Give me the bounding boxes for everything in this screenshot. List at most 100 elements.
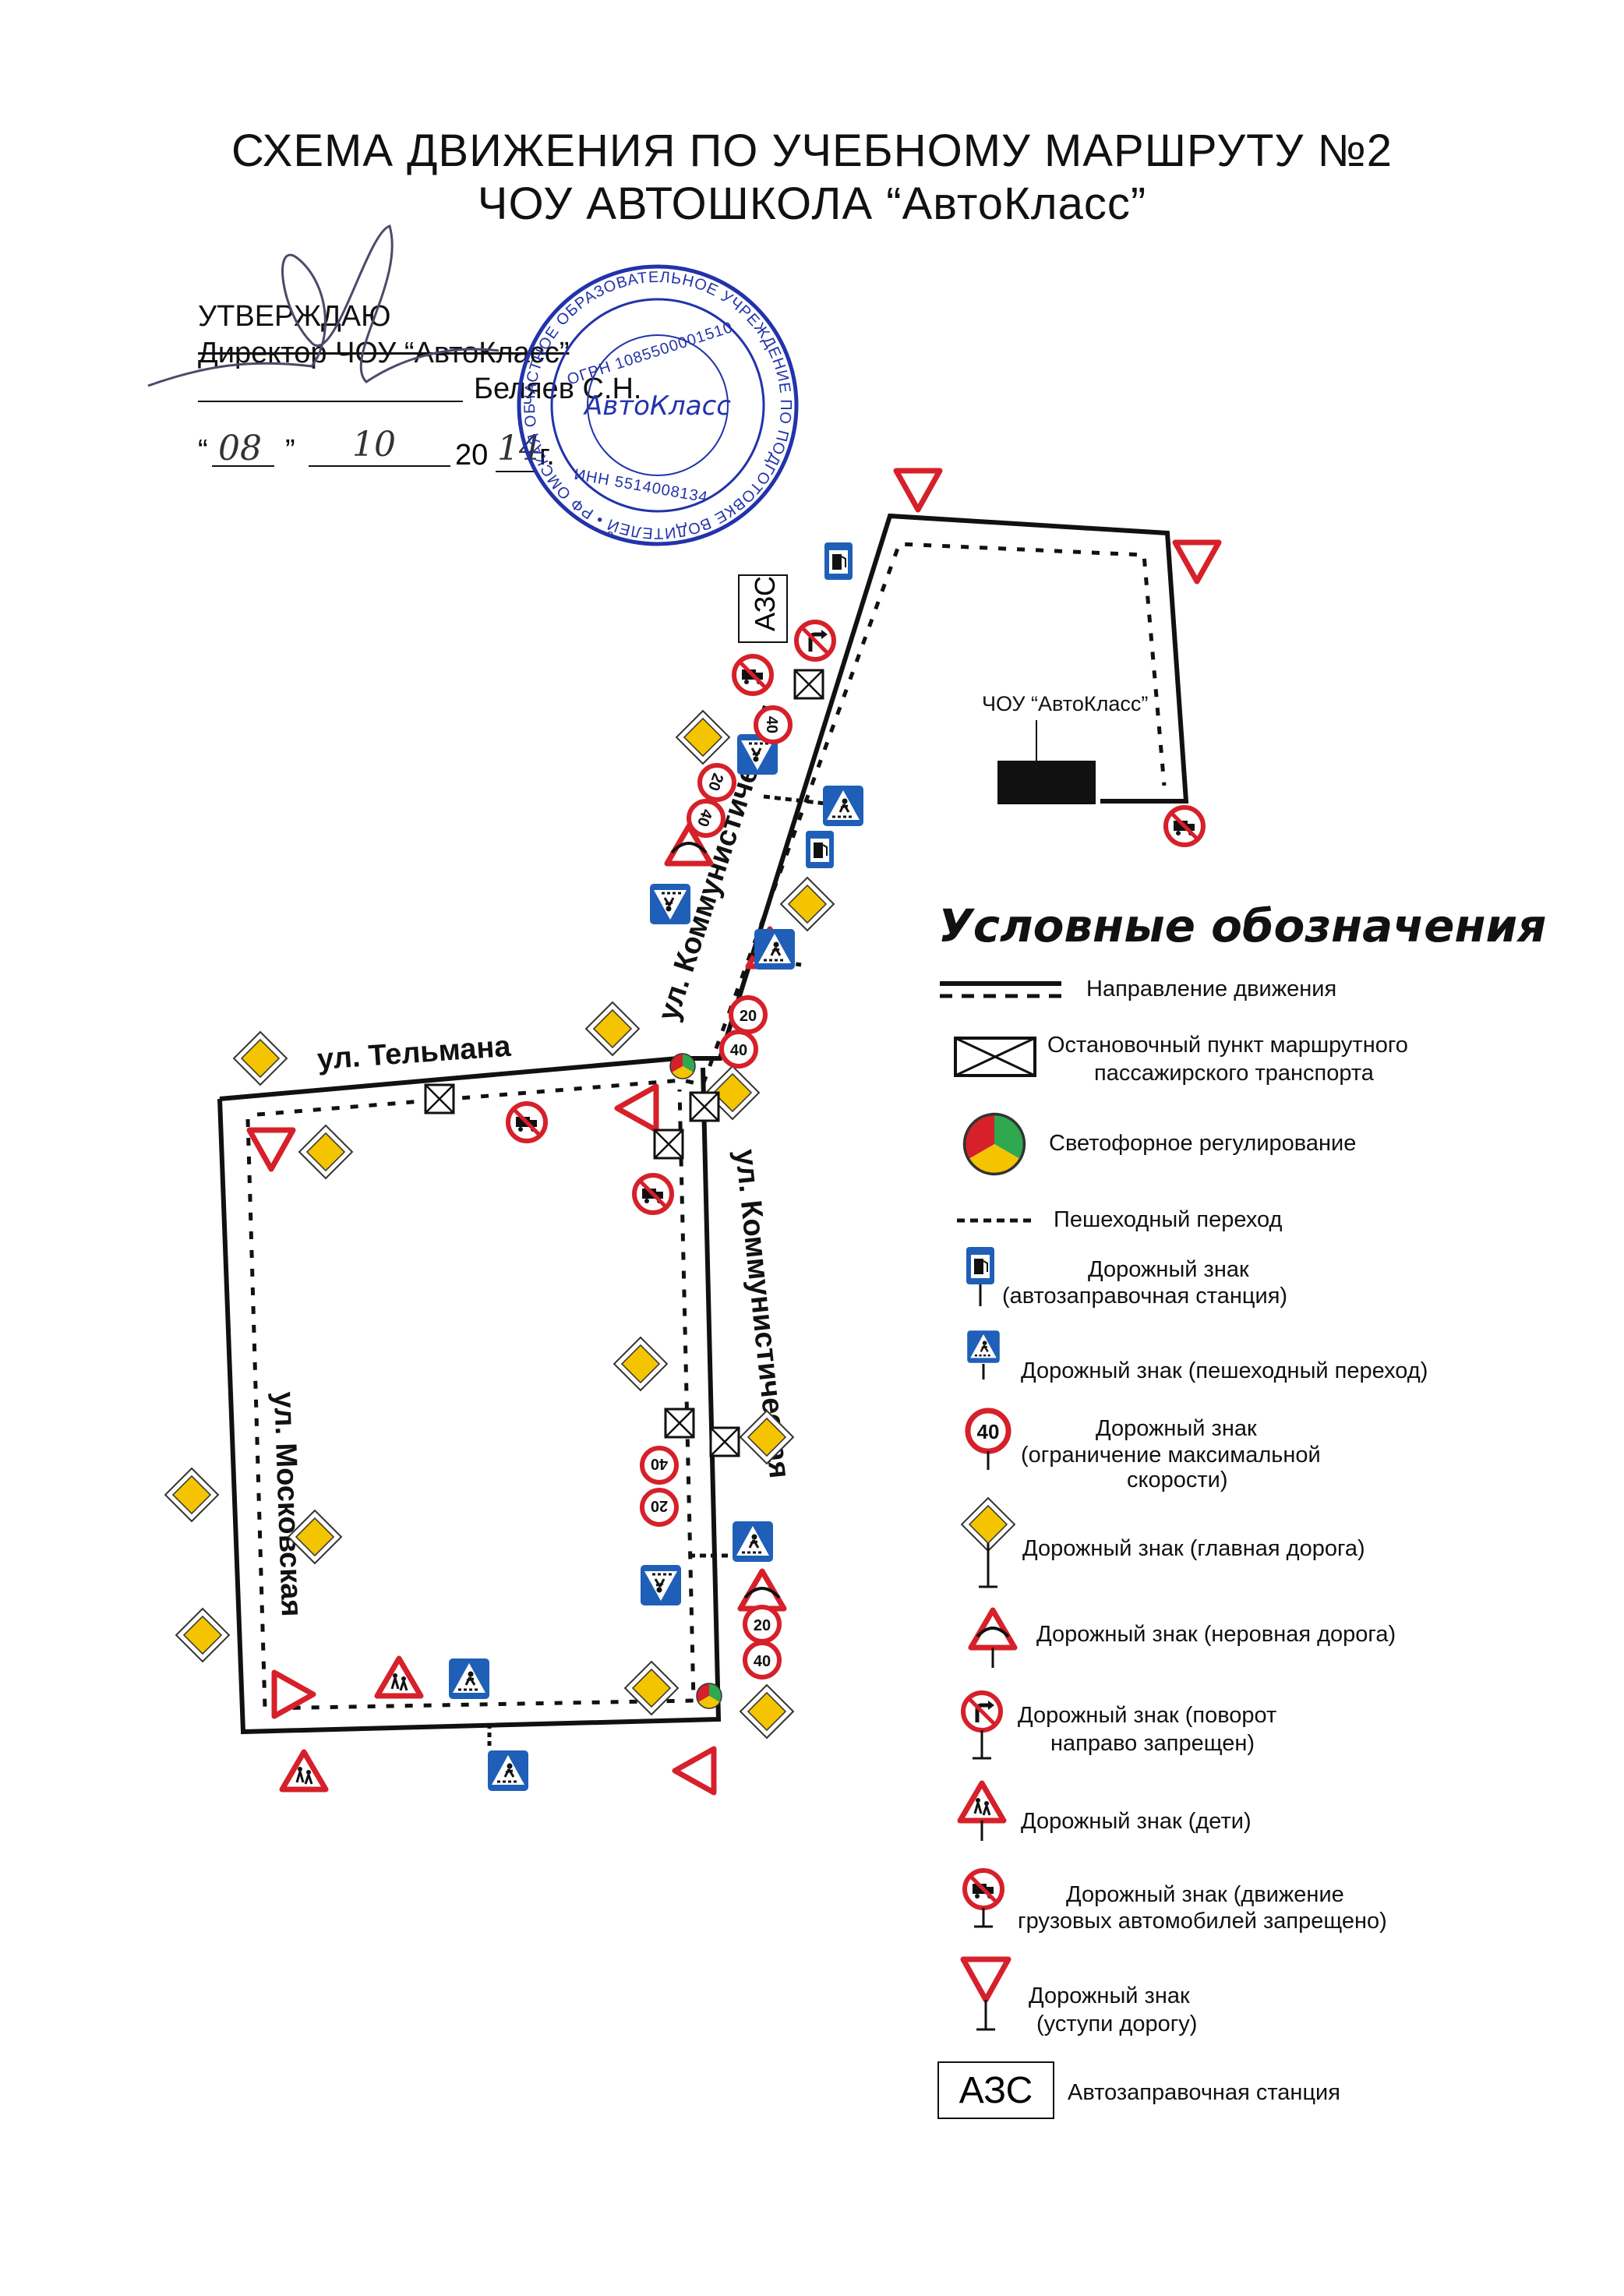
svg-text:40: 40 [763,716,780,733]
approval-year-prefix: 20 [455,439,488,472]
fuel-station-sign [824,542,853,581]
bus-stop-marker [709,1426,740,1457]
speed-limit-sign: 20 [700,765,734,800]
svg-text:Дорожный знак (пешеходный пере: Дорожный знак (пешеходный переход) [1021,1358,1428,1383]
date-quote-close: ” [285,434,295,467]
legend: Условные обозначения Направление движени… [937,899,1546,2119]
no-trucks-sign [1166,807,1203,845]
no-trucks-sign [734,656,771,694]
bus-stop-marker [689,1091,720,1122]
yield-sign-icon [960,1956,1011,2003]
no-trucks-sign [508,1104,545,1141]
gas-station-label: АЗС [749,576,781,631]
legend-item-crosswalk: Пешеходный переход [957,1207,1283,1232]
svg-text:20: 20 [754,1617,771,1634]
svg-text:(ограничение максимальной: (ограничение максимальной [1021,1443,1321,1468]
pedestrian-crossing-sign [821,784,865,828]
svg-text:АЗС: АЗС [959,2070,1033,2111]
svg-text:направо запрещен): направо запрещен) [1050,1731,1255,1756]
fuel-sign-icon [966,1246,995,1285]
speed-limit-sign: 40 [722,1032,756,1066]
svg-text:(уступи дорогу): (уступи дорогу) [1036,2012,1197,2036]
date-quote-open: “ [198,434,208,467]
main-road-sign [613,1337,668,1391]
school-building [997,761,1096,804]
approval-month: 10 [352,425,396,464]
crosswalk-north [763,794,833,807]
bus-stop-marker [653,1129,684,1160]
svg-text:(автозаправочная станция): (автозаправочная станция) [1002,1284,1287,1309]
children-sign [377,1658,421,1696]
no-right-turn-icon [963,1693,1001,1730]
legend-heading: Условные обозначения [938,899,1546,952]
legend-text-traffic-light: Светофорное регулирование [1049,1131,1356,1156]
document-title-line-1: СХЕМА ДВИЖЕНИЯ ПО УЧЕБНОМУ МАРШРУТУ №2 [231,125,1393,176]
pedestrian-crossing-sign [447,1657,491,1701]
approver-name: Беляев С.Н. [474,373,642,405]
svg-text:Автозаправочная станция: Автозаправочная станция [1068,2080,1340,2105]
legend-item-children: Дорожный знак (дети) [960,1783,1252,1841]
route-line-south [217,1067,722,1735]
official-stamp: ЧАСТНОЕ ОБРАЗОВАТЕЛЬНОЕ УЧРЕЖДЕНИЕ ПО ПО… [517,264,799,546]
legend-item-traffic-light [962,1112,1026,1176]
legend-item-yield: Дорожный знак (уступи дорогу) [960,1956,1197,2036]
yield-sign [896,471,940,510]
svg-text:скорости): скорости) [1127,1468,1228,1492]
main-road-sign [676,710,730,765]
pedestrian-crossing-sign [753,927,796,971]
approval-year-end: г. [539,439,555,472]
svg-text:40: 40 [730,1042,747,1059]
no-trucks-sign [634,1175,672,1213]
stamp-center-text: АвтоКласс [583,390,731,422]
legend-item-speed-limit: 40 Дорожный знак (ограничение максимальн… [965,1408,1321,1492]
main-road-sign [298,1125,353,1179]
pedestrian-crossing-sign [639,1563,683,1607]
stamp-ogrn: ОГРН 1085500001510 [565,319,735,389]
main-road-sign [624,1661,679,1715]
legend-item-no-trucks: Дорожный знак (движение грузовых автомоб… [965,1870,1387,1934]
bus-stop-marker [424,1083,455,1114]
svg-text:Пешеходный переход: Пешеходный переход [1054,1207,1283,1232]
speed-limit-sign: 20 [731,998,765,1032]
main-road-sign [164,1468,219,1522]
legend-item-fuel: Дорожный знак (автозаправочная станция) [966,1246,1287,1309]
legend-item-main-road: Дорожный знак (главная дорога) [961,1497,1365,1588]
main-road-icon [961,1497,1015,1552]
speed-limit-sign: 40 [642,1448,676,1482]
stamp-inn: ИНН 5514008134 [573,466,709,507]
svg-text:Дорожный знак (движение: Дорожный знак (движение [1066,1882,1344,1907]
svg-text:40: 40 [977,1420,1000,1443]
svg-text:Дорожный знак (неровная дорога: Дорожный знак (неровная дорога) [1036,1622,1396,1647]
traffic-light-marker [696,1683,722,1709]
approval-day: 08 [218,429,262,468]
main-road-sign [780,877,835,931]
no-trucks-icon [965,1870,1002,1908]
route-direction-dashes-south [245,1089,696,1711]
legend-item-gas-station: АЗС Автозаправочная станция [937,2061,1340,2119]
main-road-sign [585,1001,640,1056]
pedestrian-crossing-sign [648,882,692,926]
svg-text:Дорожный знак (поворот: Дорожный знак (поворот [1018,1703,1276,1728]
main-road-sign [740,1684,794,1739]
svg-text:Дорожный знак: Дорожный знак [1088,1257,1249,1282]
main-road-sign [233,1031,288,1086]
speed-limit-sign: 20 [642,1490,676,1524]
approval-year-suffix: 14 [497,429,541,468]
bus-stop-marker [793,669,824,700]
pedestrian-sign-icon [966,1329,1001,1365]
school-label: ЧОУ “АвтоКласс” [982,692,1148,715]
svg-text:40: 40 [651,1455,668,1472]
document-title-line-2: ЧОУ АВТОШКОЛА “АвтоКласс” [477,178,1147,229]
legend-item-no-right-turn: Дорожный знак (поворот направо запрещен) [963,1693,1276,1760]
speed-limit-sign: 20 [745,1607,779,1641]
legend-item-bus-stop: Остановочный пункт маршрутного пассажирс… [954,1033,1408,1086]
svg-text:Дорожный знак: Дорожный знак [1029,1983,1190,2008]
street-moskovskaya: ул. Московская [267,1391,308,1617]
children-sign [282,1752,326,1789]
street-telmana: ул. Тельмана [316,1030,513,1076]
yield-sign [617,1086,656,1130]
yield-sign [249,1130,293,1169]
bus-stop-marker [664,1408,695,1439]
